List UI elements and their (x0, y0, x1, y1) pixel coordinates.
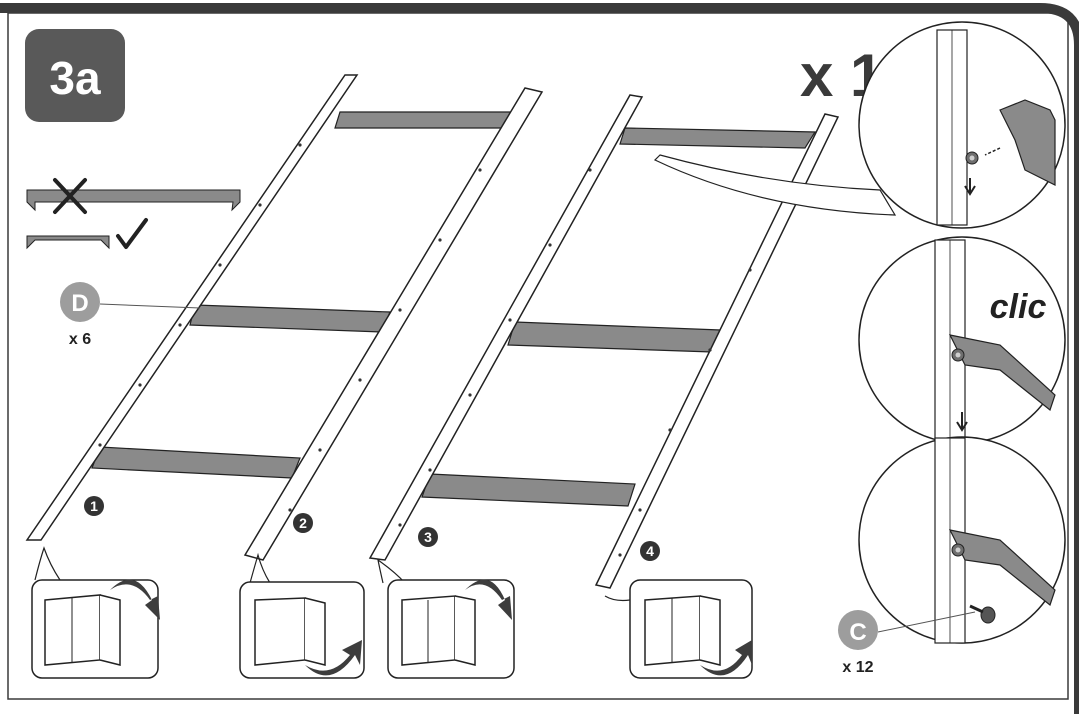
part-c-qty: x 12 (842, 659, 873, 676)
part-c-badge (838, 610, 878, 650)
detail-circle-1 (858, 21, 1066, 229)
arrow-down-icon (956, 412, 968, 432)
right-orientation (26, 218, 148, 250)
rail-ladder-2-left (368, 94, 644, 561)
rail-ladder-2-right (594, 113, 840, 589)
rotate-arrow-icon (700, 640, 752, 676)
arrow-icon (984, 147, 1001, 156)
click-label: clic (990, 288, 1047, 326)
svg-text:4: 4 (646, 543, 654, 559)
svg-text:2: 2 (299, 515, 307, 531)
rail-ladder-1-right (243, 87, 544, 561)
part-d-callout: D x 6 (60, 282, 201, 348)
part-d-qty: x 6 (69, 331, 91, 348)
frame-inner (7, 12, 1069, 700)
cross-icon (53, 178, 87, 214)
rotate-arrow-icon (305, 640, 362, 676)
part-c-callout: C x 12 (838, 610, 976, 676)
rail-end-detail-3 (377, 558, 515, 679)
step-label: 3a (49, 52, 101, 104)
svg-text:1: 1 (90, 498, 98, 514)
zoom-pointer (653, 154, 897, 216)
ladder-number-1: 1 (84, 496, 104, 516)
detail-circle-3 (858, 436, 1066, 644)
ladders (25, 74, 840, 589)
part-d-letter: D (71, 290, 88, 317)
orientation-hint (26, 178, 241, 250)
ladder-numbers: 1 2 3 4 (84, 496, 660, 561)
rotate-arrow-icon (110, 579, 160, 620)
brace (189, 304, 391, 333)
svg-text:3: 3 (424, 529, 432, 545)
rail-end-detail-2 (239, 552, 365, 679)
brace (91, 446, 301, 479)
ladder-number-3: 3 (418, 527, 438, 547)
brace (507, 321, 721, 353)
ladder-number-2: 2 (293, 513, 313, 533)
arrow-down-icon (964, 178, 976, 196)
brace (334, 111, 521, 129)
check-icon (116, 218, 148, 249)
step-badge: 3a (25, 29, 125, 122)
part-d-badge (60, 282, 100, 322)
screw-icon (969, 604, 996, 624)
brace (619, 127, 817, 149)
rail-end-detail-1 (31, 546, 160, 679)
wrong-orientation (26, 178, 241, 214)
ladder-number-4: 4 (640, 541, 660, 561)
brace (421, 473, 636, 507)
part-c-letter: C (849, 619, 866, 646)
rail-end-detail-4 (604, 579, 753, 679)
